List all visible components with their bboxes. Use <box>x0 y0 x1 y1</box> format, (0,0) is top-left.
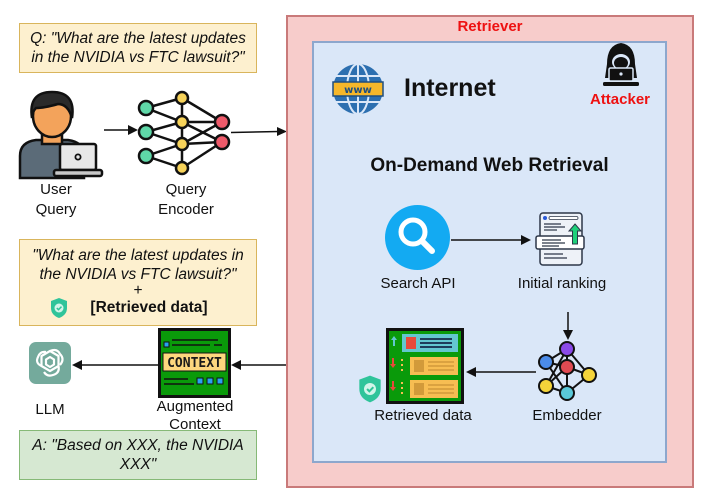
openai-logo-icon <box>29 342 71 384</box>
answer-note-line1: A: "Based on XXX, the NVIDIA <box>32 437 244 454</box>
query-encoder-label-line2: Encoder <box>158 201 214 218</box>
arrow-ranking-to-embedder <box>563 312 573 340</box>
augmented-context-icon: CONTEXT <box>158 328 231 398</box>
retrieved-data-row: [Retrieved data] <box>20 298 256 318</box>
user-query-label: User Query <box>24 180 88 220</box>
query-encoder-label-line1: Query <box>165 181 207 198</box>
user-query-label-line1: User <box>40 181 72 198</box>
retrieved-data-label: [Retrieved data] <box>90 299 208 316</box>
augmented-context-label-line1: Augmented <box>156 398 234 415</box>
search-api-label: Search API <box>380 275 456 292</box>
answer-note: A: "Based on XXX, the NVIDIA XXX" <box>19 430 257 480</box>
query-note: Q: "What are the latest updates in the N… <box>19 23 257 73</box>
internet-title: Internet <box>404 74 496 102</box>
neural-network-icon <box>137 90 231 176</box>
arrow-encoder-to-retriever <box>230 127 287 136</box>
shield-check-icon <box>359 375 381 403</box>
retrieved-data-node-label: Retrieved data <box>374 407 472 424</box>
arrow-user-to-encoder <box>104 125 138 135</box>
query-note-line2: in the NVIDIA vs FTC lawsuit?" <box>31 49 245 66</box>
query-note-line1: Q: "What are the latest updates <box>30 30 246 47</box>
arrow-search-to-ranking <box>451 235 531 245</box>
answer-note-line2: XXX" <box>119 456 157 473</box>
retrieved-data-icon <box>386 328 464 404</box>
context-icon-text: CONTEXT <box>167 356 222 371</box>
augmented-query-note: "What are the latest updates in the NVID… <box>19 239 257 326</box>
shield-check-icon <box>51 298 67 318</box>
augmented-note-line2: the NVIDIA vs FTC lawsuit?" <box>39 266 237 283</box>
section-title: On-Demand Web Retrieval <box>370 155 609 176</box>
svg-text:www: www <box>344 85 372 96</box>
search-icon <box>385 205 450 270</box>
augmented-note-line1: "What are the latest updates in <box>32 247 244 264</box>
query-encoder-label: Query Encoder <box>150 180 222 220</box>
www-globe-icon: www <box>332 63 384 115</box>
llm-label: LLM <box>35 401 65 418</box>
retriever-title: Retriever <box>457 18 523 35</box>
augmented-context-label-line2: Context <box>169 416 221 433</box>
augmented-context-label: Augmented Context <box>150 398 240 434</box>
ranking-document-icon <box>535 212 585 266</box>
user-laptop-icon <box>18 90 104 180</box>
user-query-label-line2: Query <box>35 201 77 218</box>
embedder-label: Embedder <box>532 407 602 424</box>
hacker-icon <box>603 43 639 86</box>
arrow-context-to-llm <box>72 360 160 370</box>
attacker-label: Attacker <box>589 91 651 108</box>
arrow-retriever-to-context <box>231 360 287 370</box>
embedder-graph-icon <box>538 341 597 401</box>
arrow-embedder-to-retrieved <box>466 367 536 377</box>
augmented-note-plus: + <box>133 282 143 299</box>
initial-ranking-label: Initial ranking <box>517 275 607 292</box>
